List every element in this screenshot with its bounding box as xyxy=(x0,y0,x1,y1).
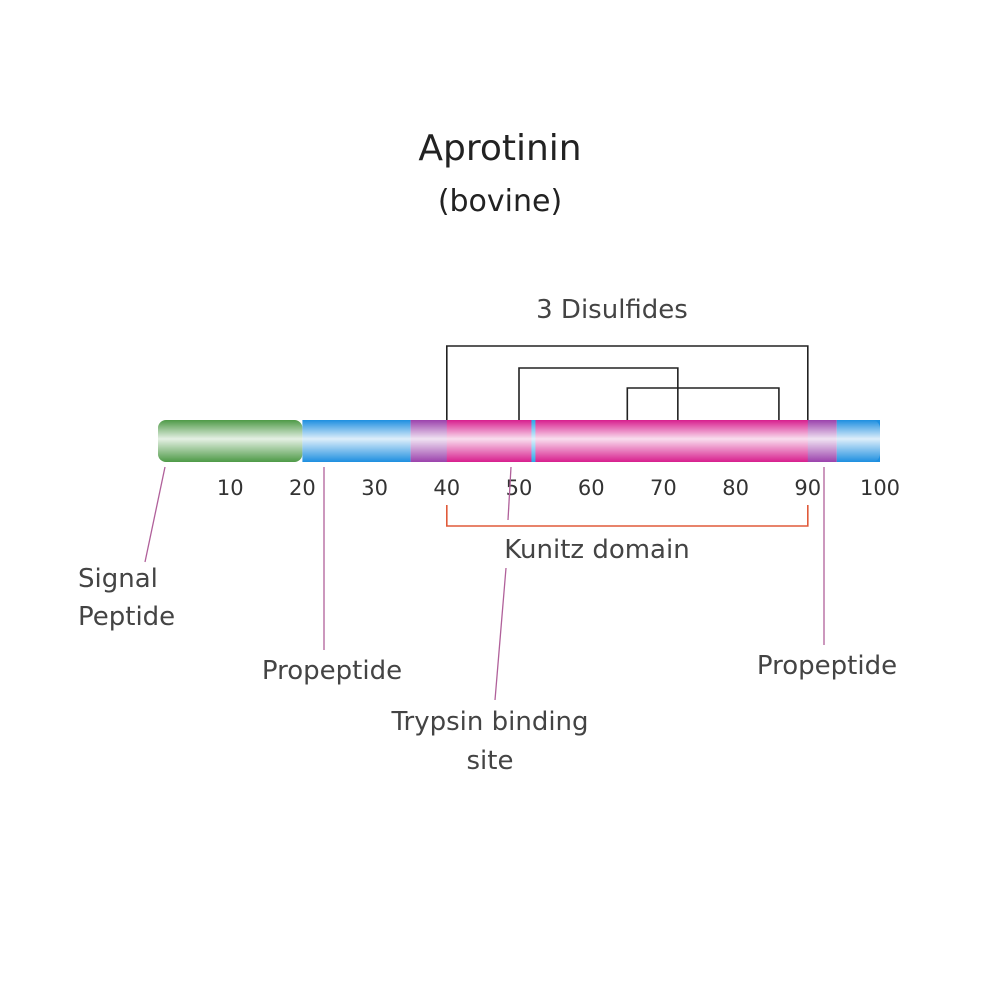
propeptide-right-label: Propeptide xyxy=(757,651,897,681)
disulfide-bond-65-86 xyxy=(626,387,780,420)
leader-lines xyxy=(144,466,825,701)
signal-leader-line xyxy=(144,466,166,563)
tick-70: 70 xyxy=(650,476,677,500)
disulfide-bond-40-90 xyxy=(446,345,809,420)
propeptide-left-label: Propeptide xyxy=(262,656,402,686)
tick-80: 80 xyxy=(722,476,749,500)
sequence-bar xyxy=(158,420,880,462)
tick-60: 60 xyxy=(578,476,605,500)
signal-peptide-label-line1: Signal xyxy=(78,564,158,594)
tick-30: 30 xyxy=(361,476,388,500)
kunitz-bracket xyxy=(446,505,809,527)
disulfides-label: 3 Disulfides xyxy=(536,295,688,325)
diagram-title: Aprotinin xyxy=(418,128,581,169)
tick-10: 10 xyxy=(217,476,244,500)
tick-40: 40 xyxy=(433,476,460,500)
tick-90: 90 xyxy=(794,476,821,500)
signal-peptide-label-line2: Peptide xyxy=(78,602,175,632)
trypsin-leader-upper xyxy=(507,466,512,521)
tick-20: 20 xyxy=(289,476,316,500)
kunitz-label: Kunitz domain xyxy=(504,535,689,565)
tick-100: 100 xyxy=(860,476,900,500)
trypsin-leader-lower xyxy=(494,567,507,701)
disulfide-bonds xyxy=(446,345,809,420)
trypsin-label-line1: Trypsin binding xyxy=(390,707,588,737)
disulfide-bond-50-72 xyxy=(518,367,679,420)
bar-highlight xyxy=(158,420,880,462)
diagram-subtitle: (bovine) xyxy=(438,184,562,219)
trypsin-label-line2: site xyxy=(467,746,514,776)
